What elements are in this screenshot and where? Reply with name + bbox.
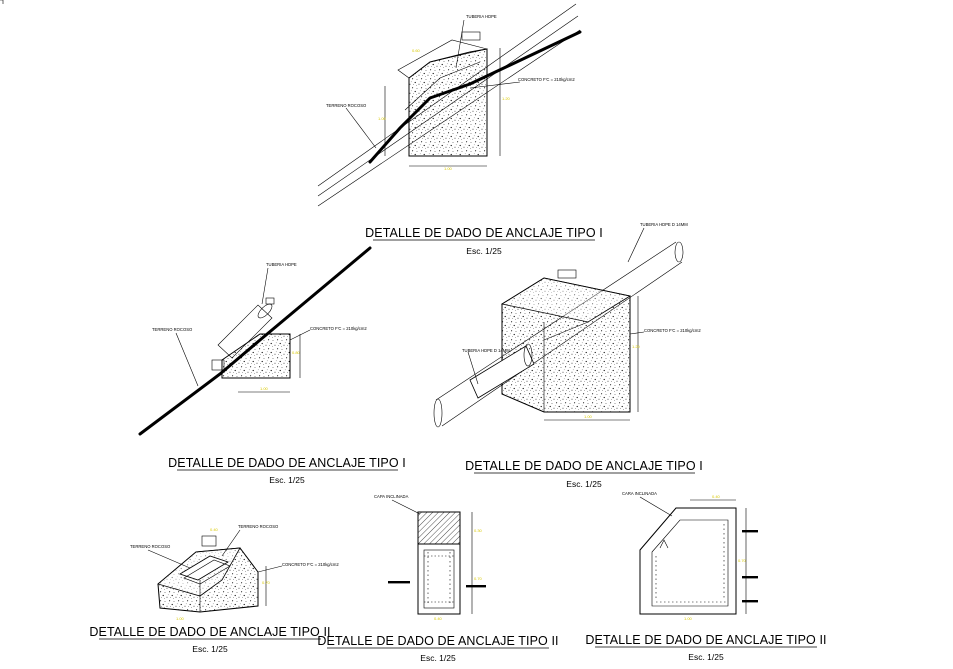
label-terrain: TERRENO ROCOSO [326,103,367,108]
leader-cover [391,499,421,515]
drawing-6-title: DETALLE DE DADO DE ANCLAJE TIPO II [585,633,826,647]
label-concrete: CONCRETO F'C = 210kg/cm2 [282,562,339,567]
leader-pipe [261,267,269,305]
rebar-cage [423,549,455,609]
ground-marker [742,600,758,603]
label-pipe-top: TUBERIA HDPE D 14MM [640,222,688,227]
leader-pipe-left [467,351,479,385]
leader-concrete [289,329,311,341]
cap-stub [265,297,275,305]
dim-text: 1.00 [176,616,185,621]
leader-concrete [469,81,521,89]
dim-text: 0.40 [434,616,443,621]
drawing-4-scale: Esc. 1/25 [192,644,228,654]
pipe-outline [217,304,273,359]
label-concrete: CONCRETO F'C = 210kg/cm2 [518,77,575,82]
label-pipe: TUBERIA HDPE [466,14,497,19]
label-concrete: CONCRETO F'C = 210kg/cm2 [644,328,701,333]
drawing-5-section-rect: 0.30 0.70 0.40 CAPA INCLINADA [374,494,486,621]
drawing-4-isometric-tipo-ii: 0.70 1.00 0.40 TERRENO ROCOSO TERRENO RO… [130,524,339,621]
dim-text: 0.40 [712,494,721,499]
label-pipe-left: TUBERIA HDPE D 14MM [462,348,510,353]
drawing-2-scale: Esc. 1/25 [269,475,305,485]
drawing-3-isometric: 1.00 1.20 TUBERIA HDPE D 14MM CONCRETO F… [433,222,701,428]
dim-text: 0.80 [292,350,301,355]
cap-stub [557,269,577,279]
drawing-2-section-mid-left: 1.00 0.80 TUBERIA HDPE CONCRETO F'C = 21… [138,246,372,436]
leader-terrain-right [221,529,241,557]
leader-pipe-top [627,227,645,263]
pipe-end [433,398,443,428]
pipe-end [257,303,273,319]
drawing-6-section-sloped: 0.40 0.70 1.00 CARA INCLINADA [622,491,758,621]
ground-marker [742,576,758,579]
leader-terrain [175,332,199,387]
ground-marker [466,585,486,588]
ground-marker [388,581,410,584]
block-outline [639,507,737,615]
concrete-block [408,48,488,157]
label-terrain: TERRENO ROCOSO [152,327,193,332]
pipe-end [523,343,533,367]
sheet-corner-mark [0,0,4,4]
dim-text: 0.60 [412,48,421,53]
block-top-face [500,277,632,323]
drawing-3-scale: Esc. 1/25 [566,479,602,489]
block-edge [543,321,589,341]
dim-text: 1.00 [684,616,693,621]
label-cover: CAPA INCLINADA [374,494,409,499]
cap-stub [461,31,481,41]
dim-text: 1.00 [584,414,593,419]
leader-pipe [455,19,465,69]
pipe-opening [179,555,229,581]
pipe-heavy-line [368,30,582,164]
dim-text: 0.70 [474,576,483,581]
dim-text: 0.70 [262,580,271,585]
drawing-1-title: DETALLE DE DADO DE ANCLAJE TIPO I [365,226,603,240]
leader-terrain [345,107,377,149]
dim-text: 1.20 [502,96,511,101]
dim-text: 1.00 [260,386,269,391]
rebar-cage [651,519,729,607]
drawing-3-title: DETALLE DE DADO DE ANCLAJE TIPO I [465,459,703,473]
drawing-4-title: DETALLE DE DADO DE ANCLAJE TIPO II [89,625,330,639]
dim-text: 1.20 [632,344,641,349]
base-stub [211,359,225,371]
dim-text: 1.00 [378,116,387,121]
cap-stub [201,535,217,547]
drawing-6-scale: Esc. 1/25 [688,652,724,662]
hatched-cover [417,511,461,545]
drawing-2-title: DETALLE DE DADO DE ANCLAJE TIPO I [168,456,406,470]
leader-cover [639,496,673,517]
drawing-1-section-top: 1.00 1.20 1.00 0.60 TUBERIA HDPE CONCRET… [317,3,582,207]
label-concrete: CONCRETO F'C = 210kg/cm2 [310,326,367,331]
pipe-opening-inner [183,559,231,585]
dim-text: 0.70 [738,558,747,563]
dim-text: 0.30 [474,528,483,533]
block-cap [397,39,488,79]
label-terrain-right: TERRENO ROCOSO [238,524,279,529]
leader-concrete [257,565,283,573]
dim-text: 1.00 [444,166,453,171]
label-cover: CARA INCLINADA [622,491,657,496]
ground-marker [742,530,758,533]
leader-concrete [629,331,645,335]
pipe-inside [469,345,535,399]
slope-notch [659,539,669,549]
label-pipe: TUBERIA HDPE [266,262,297,267]
pipe-end [674,241,684,263]
concrete-block [221,333,291,379]
pipe-outline [404,61,481,111]
drawing-5-scale: Esc. 1/25 [420,653,456,663]
drawing-5-title: DETALLE DE DADO DE ANCLAJE TIPO II [317,634,558,648]
leader-terrain-left [147,549,191,569]
dim-text: 0.40 [210,527,219,532]
drawing-1-scale: Esc. 1/25 [466,246,502,256]
label-terrain-left: TERRENO ROCOSO [130,544,171,549]
